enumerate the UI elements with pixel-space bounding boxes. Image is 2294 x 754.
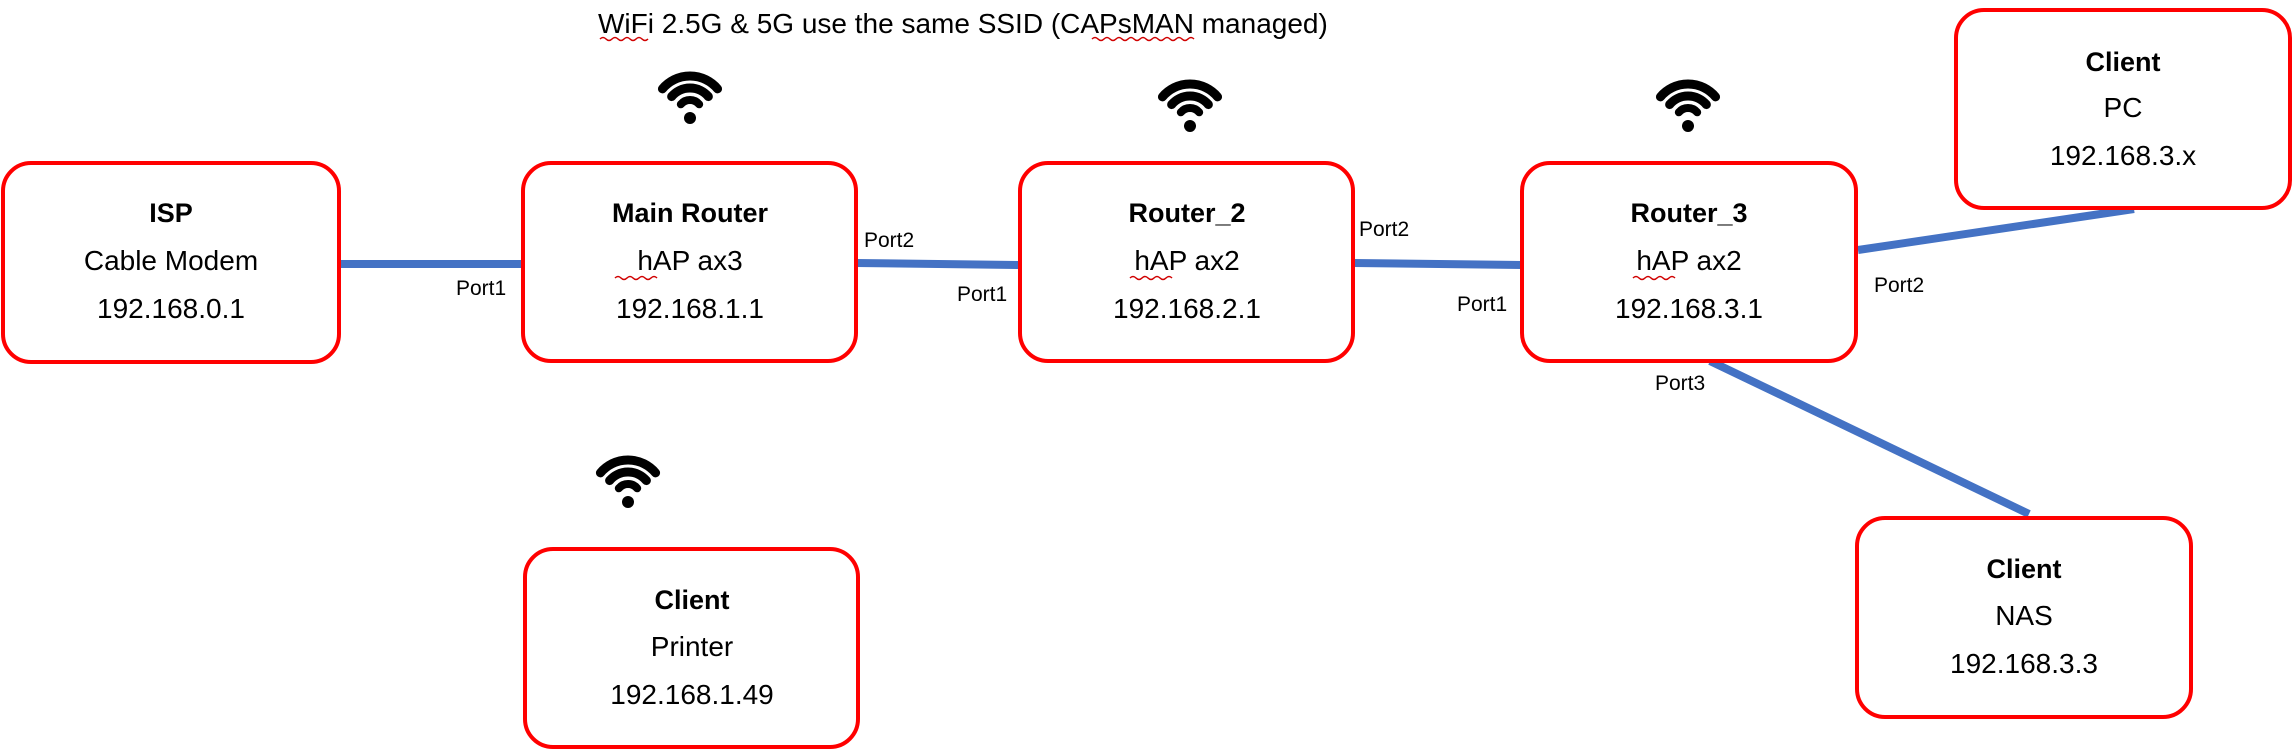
spellcheck-underline bbox=[599, 36, 649, 42]
wifi-arc bbox=[605, 467, 651, 486]
link-r2-r3 bbox=[1353, 259, 1523, 269]
port-label-r3-nas-1: Port3 bbox=[1655, 372, 1705, 395]
node-line-2: 192.168.1.1 bbox=[616, 293, 764, 324]
wifi-arc bbox=[1655, 79, 1721, 102]
node-line-1: hAP ax2 bbox=[1636, 245, 1741, 276]
node-box bbox=[1855, 516, 2193, 719]
spellcheck-underline bbox=[1632, 275, 1676, 281]
node-client-pc[interactable]: Client PC 192.168.3.x bbox=[1954, 8, 2292, 210]
diagram-caption: WiFi 2.5G & 5G use the same SSID (CAPsMA… bbox=[598, 8, 1328, 39]
port-label-r2-r3-1: Port2 bbox=[1359, 218, 1409, 241]
node-line-2: 192.168.3.x bbox=[2050, 140, 2196, 171]
port-label-main-r2-2: Port1 bbox=[957, 283, 1007, 306]
port-label-r3-pc-1: Port2 bbox=[1874, 274, 1924, 297]
port-label-main-r2-1: Port2 bbox=[864, 229, 914, 252]
link-main-r2 bbox=[855, 259, 1021, 269]
links-layer bbox=[340, 205, 2135, 518]
wifi-arc bbox=[667, 83, 713, 102]
node-box bbox=[1954, 8, 2292, 210]
node-line-2: 192.168.3.1 bbox=[1615, 293, 1763, 324]
wifi-arc bbox=[676, 96, 704, 109]
node-title: ISP bbox=[149, 198, 193, 228]
wifi-arc bbox=[1674, 104, 1702, 117]
wifi-arc bbox=[1665, 91, 1711, 110]
wifi-icon bbox=[657, 71, 723, 124]
node-line-2: 192.168.0.1 bbox=[97, 293, 245, 324]
link-r3-pc bbox=[1857, 205, 2135, 254]
wifi-dot bbox=[1682, 120, 1694, 132]
spellcheck-underline bbox=[1091, 36, 1195, 42]
node-line-1: Printer bbox=[651, 631, 733, 662]
node-line-1: NAS bbox=[1995, 600, 2053, 631]
wifi-dot bbox=[1184, 120, 1196, 132]
node-box bbox=[523, 547, 860, 749]
port-label-r2-r3-2: Port1 bbox=[1457, 293, 1507, 316]
wifi-arc bbox=[657, 71, 723, 94]
node-title: Client bbox=[2085, 47, 2160, 77]
node-router-3[interactable]: Router_3 hAP ax2 192.168.3.1 bbox=[1520, 161, 1858, 363]
node-line-2: 192.168.3.3 bbox=[1950, 648, 2098, 679]
wifi-dot bbox=[684, 112, 696, 124]
node-title: Router_3 bbox=[1630, 198, 1747, 228]
wifi-arc bbox=[1176, 104, 1204, 117]
spellcheck-underline bbox=[614, 275, 658, 281]
node-client-nas[interactable]: Client NAS 192.168.3.3 bbox=[1855, 516, 2193, 719]
node-box bbox=[1, 161, 341, 364]
wifi-icon bbox=[1157, 79, 1223, 132]
link-r3-nas bbox=[1708, 357, 2031, 518]
node-line-1: Cable Modem bbox=[84, 245, 258, 276]
wifi-arc bbox=[595, 455, 661, 478]
node-box bbox=[1018, 161, 1355, 363]
node-client-printer[interactable]: Client Printer 192.168.1.49 bbox=[523, 547, 860, 749]
wifi-icon bbox=[1655, 79, 1721, 132]
wifi-layer bbox=[595, 71, 1721, 508]
port-labels: Port1 Port2 Port1 Port2 Port1 Port2 Port… bbox=[456, 218, 1924, 395]
wifi-arc bbox=[614, 480, 642, 493]
node-line-1: hAP ax3 bbox=[637, 245, 742, 276]
wifi-arc bbox=[1167, 91, 1213, 110]
node-box bbox=[1520, 161, 1858, 363]
wifi-icon bbox=[595, 455, 661, 508]
node-router-2[interactable]: Router_2 hAP ax2 192.168.2.1 bbox=[1018, 161, 1355, 363]
wifi-arc bbox=[1157, 79, 1223, 102]
node-isp[interactable]: ISP Cable Modem 192.168.0.1 bbox=[1, 161, 341, 364]
node-title: Main Router bbox=[612, 198, 768, 228]
node-line-1: PC bbox=[2104, 92, 2143, 123]
node-title: Router_2 bbox=[1128, 198, 1245, 228]
node-main-router[interactable]: Main Router hAP ax3 192.168.1.1 bbox=[521, 161, 858, 363]
node-line-2: 192.168.2.1 bbox=[1113, 293, 1261, 324]
wifi-dot bbox=[622, 496, 634, 508]
spellcheck-underline bbox=[1129, 275, 1173, 281]
node-line-1: hAP ax2 bbox=[1134, 245, 1239, 276]
node-title: Client bbox=[1986, 554, 2061, 584]
node-box bbox=[521, 161, 858, 363]
node-title: Client bbox=[654, 585, 729, 615]
port-label-isp-main-1: Port1 bbox=[456, 277, 506, 300]
node-line-2: 192.168.1.49 bbox=[610, 679, 774, 710]
